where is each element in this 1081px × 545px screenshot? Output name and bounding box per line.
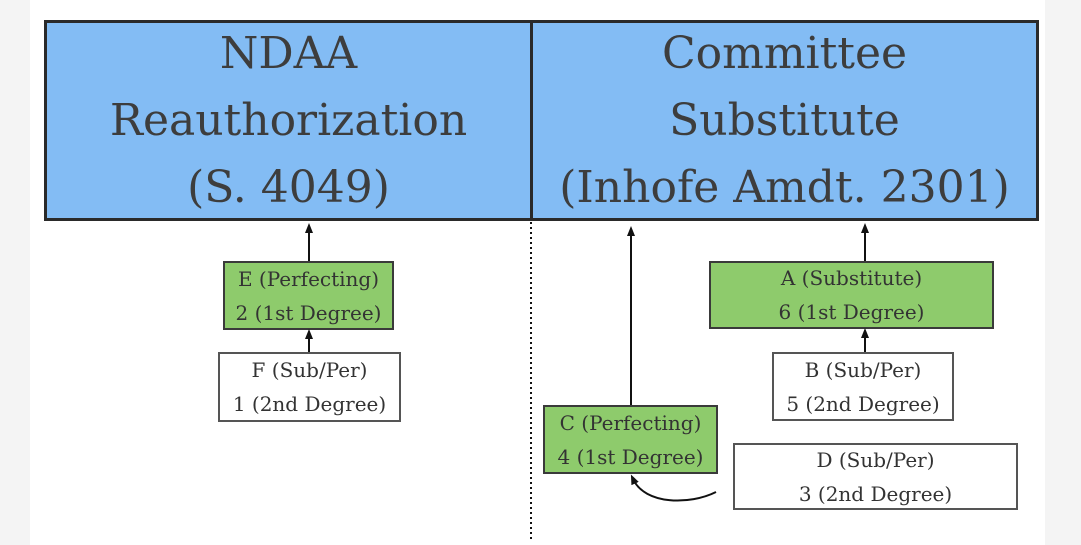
amendment-c-degree: 4 (1st Degree) (557, 444, 704, 469)
substitute-header-line-1: Committee (661, 28, 908, 79)
amendment-d-box: D (Sub/Per) 3 (2nd Degree) (733, 443, 1018, 510)
bill-header-line-3: (S. 4049) (187, 162, 390, 213)
amendment-a-degree: 6 (1st Degree) (778, 300, 925, 324)
amendment-f-title: F (Sub/Per) (251, 358, 368, 382)
amendment-c-box: C (Perfecting) 4 (1st Degree) (543, 405, 718, 474)
amendment-e-title: E (Perfecting) (237, 266, 380, 291)
substitute-header-line-3: (Inhofe Amdt. 2301) (559, 162, 1010, 213)
bill-header-line-2: Reauthorization (109, 95, 468, 146)
bill-header: NDAA Reauthorization (S. 4049) (44, 20, 533, 221)
amendment-a-title: A (Substitute) (780, 266, 923, 290)
amendment-e-box: E (Perfecting) 2 (1st Degree) (223, 261, 394, 330)
amendment-a-box: A (Substitute) 6 (1st Degree) (709, 261, 994, 329)
amendment-c-title: C (Perfecting) (559, 410, 702, 435)
amendment-b-title: B (Sub/Per) (804, 357, 922, 382)
amendment-b-degree: 5 (2nd Degree) (786, 391, 940, 416)
amendment-f-box: F (Sub/Per) 1 (2nd Degree) (218, 352, 401, 422)
substitute-header: Committee Substitute (Inhofe Amdt. 2301) (530, 20, 1039, 221)
amendment-d-title: D (Sub/Per) (816, 447, 935, 472)
amendment-f-degree: 1 (2nd Degree) (232, 392, 387, 416)
bill-header-line-1: NDAA (219, 28, 358, 79)
substitute-header-line-2: Substitute (669, 95, 900, 146)
amendment-b-box: B (Sub/Per) 5 (2nd Degree) (772, 352, 954, 421)
amendment-d-degree: 3 (2nd Degree) (798, 481, 953, 506)
amendment-e-degree: 2 (1st Degree) (235, 300, 382, 325)
